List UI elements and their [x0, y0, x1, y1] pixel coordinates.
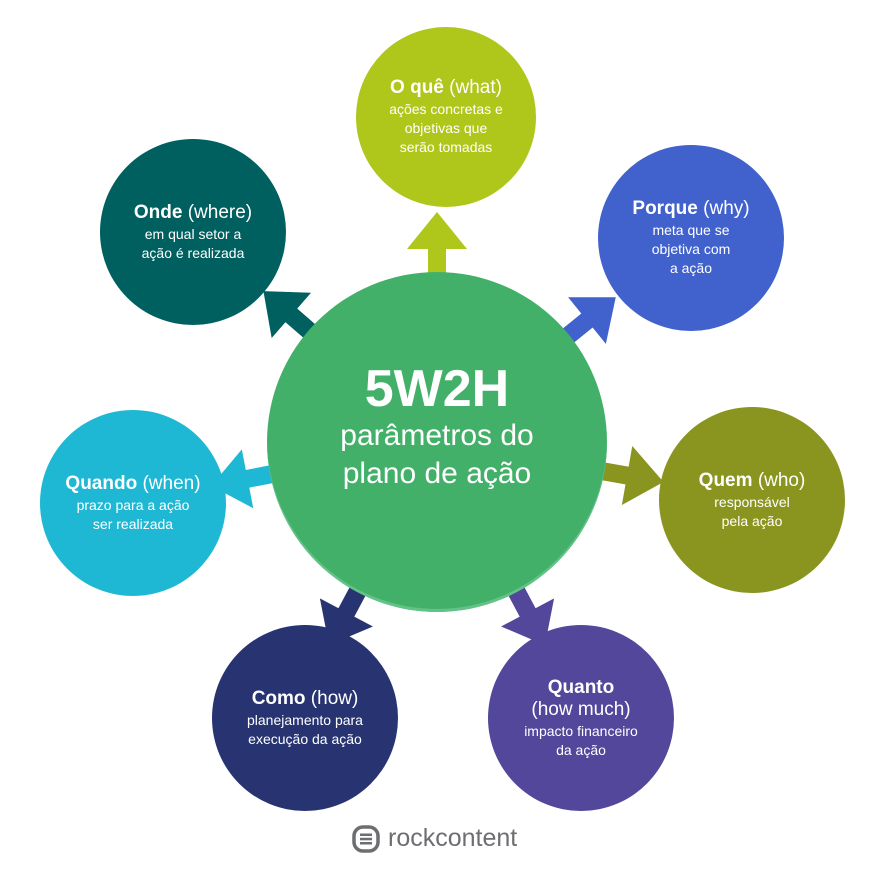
node-description-line: ação é realizada — [141, 244, 245, 261]
node-title-paren: (what) — [449, 77, 502, 98]
node-description-line: objetivas que — [404, 120, 488, 136]
node-why: Porque (why) meta que se objetiva com a açã… — [598, 145, 784, 331]
node-title-paren: (why) — [703, 198, 750, 219]
node-title-paren: (how much) — [531, 698, 631, 720]
node-description-line: da ação — [556, 741, 606, 758]
node-description-line: prazo para a ação — [76, 496, 190, 513]
center-circle: 5W2H parâmetros do plano de ação — [267, 272, 607, 612]
node-title-paren: (who) — [757, 469, 806, 491]
node-description: ações concretas e objetivas que serão toma… — [389, 100, 503, 157]
center-title: 5W2H — [364, 360, 510, 418]
logo-text: rockcontent — [388, 824, 518, 852]
node-title-bold: Porque — [632, 198, 698, 219]
node-description-line: meta que se — [652, 222, 730, 238]
node-title: Quem (who) — [699, 470, 806, 492]
node-description-line: ações concretas e — [389, 101, 503, 117]
node-title-bold: Quem — [698, 469, 753, 491]
node-description: prazo para a ação ser realizada — [77, 496, 190, 534]
node-description-line: a ação — [669, 260, 713, 276]
node-description-line: pela ação — [721, 512, 783, 529]
rockcontent-logo-icon — [352, 824, 380, 853]
node-title-bold: Quando — [65, 472, 138, 494]
node-description-line: ser realizada — [92, 515, 174, 532]
arrow-when — [211, 449, 273, 509]
arrow-what — [407, 212, 467, 273]
node-description-line: responsável — [714, 493, 790, 510]
node-description: planejamento para execução da ação — [247, 711, 363, 749]
node-title-paren: (how) — [310, 687, 359, 709]
node-description-line: impacto financeiro — [524, 722, 638, 739]
node-description-line: planejamento para — [247, 711, 363, 728]
node-title: Quando (when) — [65, 473, 200, 495]
center-subtitle-2: plano de ação — [342, 457, 532, 490]
node-title-paren: (where) — [187, 201, 253, 223]
rockcontent-logo: rockcontent — [352, 824, 517, 853]
node-title-bold: Onde — [133, 201, 183, 223]
node-title-bold: O quê — [390, 77, 444, 98]
node-description-line: objetiva com — [651, 241, 731, 257]
node-description: meta que se objetiva com a ação — [652, 221, 731, 278]
node-what: O quê (what) ações concretas e objetivas q… — [356, 27, 536, 207]
node-description-line: execução da ação — [248, 730, 362, 747]
center-subtitle-1: parâmetros do — [340, 419, 534, 452]
arrow-why — [562, 297, 616, 344]
node-title: Porque (why) — [632, 198, 749, 220]
node-description-line: em qual setor a — [144, 225, 242, 242]
node-title: Como (how) — [252, 688, 359, 710]
node-title-paren: (when) — [142, 472, 201, 494]
node-title: Quanto(how much) — [531, 677, 630, 721]
node-title: Onde (where) — [134, 202, 252, 224]
node-title-bold: Quanto — [547, 676, 615, 698]
node-description: responsável pela ação — [714, 493, 790, 531]
node-title: O quê (what) — [390, 77, 502, 99]
node-title-bold: Como — [251, 687, 306, 709]
node-description-line: serão tomadas — [399, 139, 493, 155]
node-description: impacto financeiro da ação — [524, 722, 638, 760]
node-description: em qual setor a ação é realizada — [142, 225, 245, 263]
arrow-who — [601, 445, 664, 506]
